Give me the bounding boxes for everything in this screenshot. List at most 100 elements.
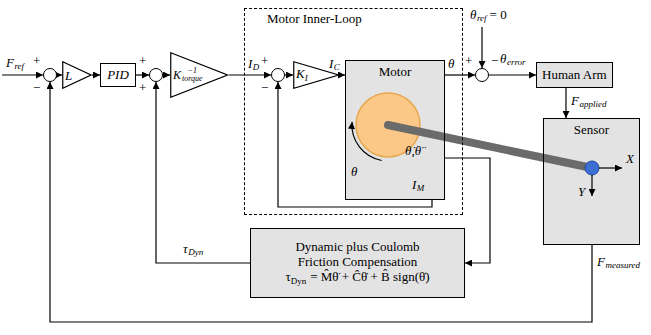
sign-text: − bbox=[33, 81, 40, 94]
signal-name: F bbox=[571, 94, 579, 107]
sign-text: + bbox=[139, 81, 146, 94]
text-line: K−1torque bbox=[173, 67, 203, 84]
compensation-box: Dynamic plus Coulomb Friction Compensati… bbox=[250, 228, 465, 298]
signal-name: F bbox=[6, 56, 14, 69]
node-text: Motor bbox=[379, 64, 412, 79]
text-block: Human Arm bbox=[542, 68, 607, 83]
signal-connector bbox=[489, 74, 536, 75]
y-axis-arrow bbox=[591, 175, 592, 196]
plant-box: Human Arm bbox=[536, 62, 613, 88]
text-line: Motor bbox=[379, 65, 412, 80]
angle-label: θ bbox=[351, 165, 357, 178]
signal-name: τ bbox=[183, 242, 188, 255]
text-block: Dynamic plus Coulomb Friction Compensati… bbox=[275, 240, 440, 286]
text-block: KI bbox=[296, 67, 308, 83]
text-line: Sensor bbox=[574, 123, 609, 138]
signal-name: θ bbox=[470, 8, 476, 21]
summing-junction: +− bbox=[475, 68, 489, 82]
text-block: L bbox=[65, 69, 72, 82]
signal-connector bbox=[278, 82, 432, 207]
text-line: Human Arm bbox=[542, 68, 607, 83]
node-text: torque bbox=[182, 75, 203, 83]
signal-subscript: Dyn bbox=[188, 248, 203, 257]
controller-box: PID bbox=[100, 63, 136, 87]
text-line: Dynamic plus Coulomb Friction Compensati… bbox=[275, 240, 440, 270]
node-text: Motor Inner-Loop bbox=[267, 11, 362, 26]
node-text: Dynamic plus Coulomb Friction Compensati… bbox=[295, 239, 419, 269]
text-block: Sensor bbox=[574, 123, 609, 138]
node-text: K bbox=[173, 68, 181, 82]
node-text: −1 bbox=[182, 67, 203, 75]
node-text: τ bbox=[285, 269, 290, 284]
gain-triangle: K−1torque bbox=[170, 52, 228, 98]
text-line: τDyn= M̂θ̈ + Ĉθ̇ + B̂ sign(θ̇) bbox=[275, 270, 440, 286]
triangle-shape bbox=[171, 53, 228, 98]
node-text: I bbox=[305, 73, 308, 83]
sign-text: − bbox=[261, 81, 268, 94]
text-line: Motor Inner-Loop bbox=[267, 12, 362, 27]
signal-name: θ bbox=[500, 52, 506, 65]
signal-connector bbox=[50, 82, 592, 322]
triangle-shape bbox=[63, 62, 91, 89]
motor-box: Motor bbox=[345, 60, 445, 200]
signal-subscript: applied bbox=[579, 100, 606, 109]
signal-subscript: ref bbox=[14, 62, 24, 71]
signal-connector bbox=[57, 74, 62, 75]
node-text: L bbox=[65, 68, 72, 83]
summing-junction: ++ bbox=[149, 68, 163, 82]
node-text: = M̂θ̈ + Ĉθ̇ + B̂ sign(θ̇) bbox=[310, 269, 429, 284]
sign-text: + bbox=[139, 54, 146, 67]
text-line: PID bbox=[107, 68, 129, 83]
text-line: L bbox=[65, 69, 72, 82]
signal-subscript: M bbox=[417, 184, 425, 193]
axis-label: Y bbox=[578, 185, 585, 198]
node-text: Human Arm bbox=[542, 67, 607, 82]
node-text: Dyn bbox=[291, 276, 307, 286]
signal-connector bbox=[565, 88, 566, 118]
signal-connector bbox=[445, 74, 475, 75]
text-line: KI bbox=[296, 67, 308, 83]
velocity-label: θ̇,θ̈ bbox=[405, 144, 421, 157]
node-text: K bbox=[296, 66, 305, 81]
signal-name: I bbox=[329, 57, 333, 70]
sensor-box: Sensor bbox=[543, 118, 640, 245]
signal-name: I bbox=[248, 57, 252, 70]
signal-subscript: D bbox=[253, 63, 260, 72]
script-stack: −1torque bbox=[182, 67, 203, 84]
signal-connector bbox=[156, 82, 250, 263]
signal-connector bbox=[163, 74, 170, 75]
signal-name: F bbox=[597, 255, 605, 268]
summing-junction: +− bbox=[271, 68, 285, 82]
signal-name: θ bbox=[448, 57, 454, 70]
reference-wire bbox=[481, 27, 482, 68]
text-block: Motor Inner-Loop bbox=[267, 12, 362, 27]
reference-value: = 0 bbox=[490, 8, 507, 21]
sign-text: − bbox=[491, 54, 498, 67]
end-effector bbox=[585, 161, 599, 175]
rotation-arrow bbox=[352, 122, 382, 161]
signal-name: I bbox=[412, 178, 416, 191]
sign-text: + bbox=[33, 54, 40, 67]
axis-label: X bbox=[626, 152, 634, 165]
gain-triangle: L bbox=[62, 61, 92, 89]
sign-text: + bbox=[261, 54, 268, 67]
text-block: K−1torque bbox=[173, 67, 203, 84]
signal-connector bbox=[92, 74, 100, 75]
signal-connector bbox=[136, 74, 149, 75]
node-text: Sensor bbox=[574, 122, 609, 137]
signal-connector bbox=[228, 74, 271, 75]
text-block: PID bbox=[107, 68, 129, 83]
signal-subscript: error bbox=[507, 58, 526, 67]
signal-subscript: measured bbox=[605, 261, 640, 270]
input-wire bbox=[2, 74, 43, 75]
summing-junction: +− bbox=[43, 68, 57, 82]
signal-subscript: ref bbox=[477, 14, 487, 23]
text-block: Motor bbox=[379, 65, 412, 80]
x-axis-arrow bbox=[599, 167, 622, 168]
inner-loop-region: Motor Inner-Loop+−KIMotor bbox=[244, 8, 463, 215]
sign-text: + bbox=[465, 54, 472, 67]
node-text: PID bbox=[107, 67, 129, 82]
signal-connector bbox=[285, 74, 293, 75]
